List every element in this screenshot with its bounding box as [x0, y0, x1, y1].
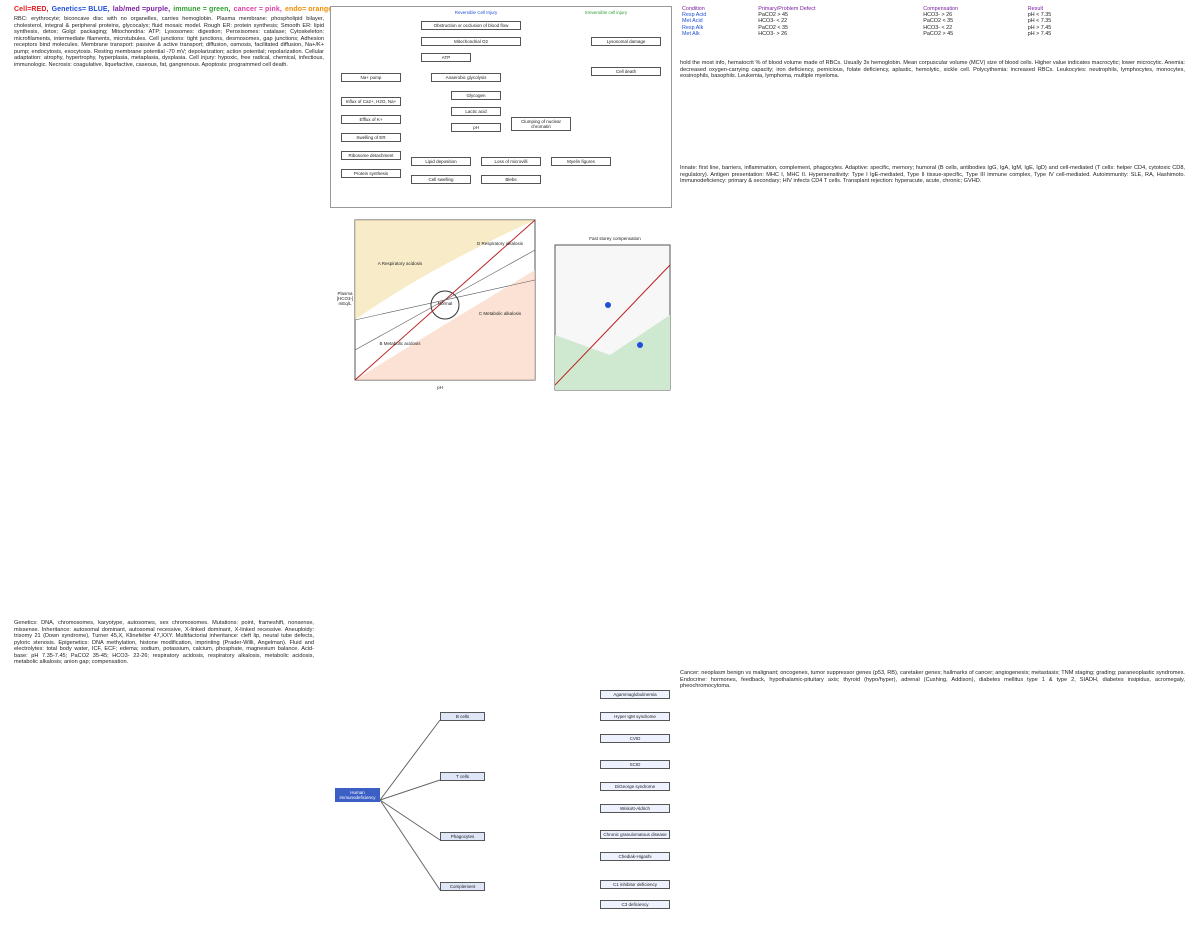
acid-base-nomogram: A Respiratory acidosis B Metabolic acido…	[335, 210, 545, 400]
legend-cell: Cell=RED,	[14, 6, 49, 13]
flow-box-15: Lipid deposition	[411, 157, 471, 166]
notes-right-bottom-text: Cancer: neoplasm benign vs malignant; on…	[680, 670, 1185, 690]
table-cell: HCO3- > 26	[758, 30, 788, 37]
tree-leaf-1: Agammaglobulinemia	[600, 690, 670, 699]
legend-immune: immune = green,	[173, 6, 231, 13]
immunodeficiency-tree: Human immunodeficiency B cells T cells P…	[330, 680, 680, 920]
flow-box-21: Cell death	[591, 67, 661, 76]
table-cell: Met Acid	[682, 18, 703, 25]
cell-injury-flowchart: Reversible Cell Injury Irreversible cell…	[330, 6, 672, 208]
tree-svg	[379, 719, 441, 891]
acid-base-table: Condition Primary/Problem Defect Compens…	[680, 6, 1100, 37]
flow-box-16: Cell swelling	[411, 175, 471, 184]
flow-box-5: Anaerobic glycolysis	[431, 73, 501, 82]
table-header: Result	[1027, 6, 1044, 12]
compensation-chart: Fast storey compensation	[550, 235, 675, 400]
compensation-svg	[554, 244, 671, 391]
table-row: Resp Acid PaCO2 > 45 HCO3- > 26 pH < 7.3…	[680, 12, 1100, 18]
table-cell: PaCO2 > 45	[923, 30, 954, 37]
flow-box-7: Lactic acid	[451, 107, 501, 116]
notes-right-top-text: hold the most info, hematocrit % of bloo…	[680, 60, 1185, 80]
notes-left-bottom-text: Genetics: DNA, chromosomes, karyotype, a…	[14, 620, 314, 666]
tree-leaf-9: C1 inhibitor deficiency	[600, 880, 670, 889]
flow-title: Reversible Cell Injury	[431, 9, 521, 16]
y-axis-label: Plasma [HCO3-] mEq/L	[336, 291, 354, 306]
flow-box-13: Ribosome detachment	[341, 151, 401, 160]
legend-lab: lab/med =purple,	[112, 6, 171, 13]
tree-branch-4: Complement	[440, 882, 485, 891]
notes-left-top: RBC: erythrocyte; biconcave disc with no…	[14, 16, 324, 616]
tree-leaf-8: Chediak-Higashi	[600, 852, 670, 861]
table-cell: pH < 7.35	[1027, 18, 1052, 25]
tree-branch-2: T cells	[440, 772, 485, 781]
notes-right-mid: Innate: first line, barriers, inflammati…	[680, 165, 1185, 665]
notes-right-bottom: Cancer: neoplasm benign vs malignant; on…	[680, 670, 1185, 920]
region-d: D Respiratory alkalosis	[476, 241, 523, 246]
table-cell: PaCO2 < 35	[923, 18, 954, 25]
tree-root: Human immunodeficiency	[335, 788, 380, 802]
region-normal: Normal	[437, 301, 453, 306]
table-cell: pH > 7.45	[1027, 24, 1052, 31]
table-row: Met Alk HCO3- > 26 PaCO2 > 45 pH > 7.45	[680, 31, 1100, 37]
flow-box-18: Blebs	[481, 175, 541, 184]
acid-base-table-grid: Condition Primary/Problem Defect Compens…	[680, 6, 1100, 37]
tree-leaf-4: SCID	[600, 760, 670, 769]
notes-right-top: hold the most info, hematocrit % of bloo…	[680, 60, 1185, 160]
table-header: Condition	[682, 6, 705, 12]
table-row: Resp Alk PaCO2 < 35 HCO3- < 22 pH > 7.45	[680, 25, 1100, 31]
flow-box-6: Glycogen	[451, 91, 501, 100]
table-cell: PaCO2 > 45	[758, 12, 789, 19]
flow-box-14: Protein synthesis	[341, 169, 401, 178]
region-c: C Metabolic alkalosis	[478, 311, 522, 316]
tree-branch-1: B cells	[440, 712, 485, 721]
color-legend: Cell=RED, Genetics= BLUE, lab/med =purpl…	[14, 6, 333, 13]
table-row: Met Acid HCO3- < 22 PaCO2 < 35 pH < 7.35	[680, 18, 1100, 24]
table-cell: HCO3- > 26	[923, 12, 953, 19]
legend-genetics: Genetics= BLUE,	[51, 6, 110, 13]
x-axis-label: pH	[437, 385, 443, 390]
tree-branch-3: Phagocytes	[440, 832, 485, 841]
tree-leaf-6: Wiskott-Aldrich	[600, 804, 670, 813]
flow-box-17: Loss of microvilli	[481, 157, 541, 166]
notes-left-top-text: RBC: erythrocyte; biconcave disc with no…	[14, 16, 324, 68]
tree-leaf-5: DiGeorge syndrome	[600, 782, 670, 791]
table-cell: Resp Alk	[682, 24, 704, 31]
table-cell: pH > 7.45	[1027, 30, 1052, 37]
flow-box-8: pH	[451, 123, 501, 132]
flow-box-11: Efflux of K+	[341, 115, 401, 124]
flow-subtitle: Irreversible cell injury	[551, 9, 661, 16]
table-cell: HCO3- < 22	[758, 18, 788, 25]
legend-endo: endo= orange	[284, 6, 333, 13]
table-header: Compensation	[923, 6, 959, 12]
table-cell: Met Alk	[682, 30, 700, 37]
table-cell: pH < 7.35	[1027, 12, 1052, 19]
notes-right-mid-text: Innate: first line, barriers, inflammati…	[680, 165, 1185, 185]
flow-box-3: ATP	[421, 53, 471, 62]
flow-box-4: Na+ pump	[341, 73, 401, 82]
tree-leaf-2: Hyper IgM syndrome	[600, 712, 670, 721]
flow-box-2: Mitochondrial O2	[421, 37, 521, 46]
table-header: Primary/Problem Defect	[758, 6, 816, 12]
table-cell: PaCO2 < 35	[758, 24, 789, 31]
compensation-title: Fast storey compensation	[589, 236, 641, 241]
flow-box-12: Swelling of ER	[341, 133, 401, 142]
acid-base-svg	[354, 219, 536, 381]
table-cell: HCO3- < 22	[923, 24, 953, 31]
table-cell: Resp Acid	[682, 12, 707, 19]
flow-box-9: Clumping of nuclear chromatin	[511, 117, 571, 131]
region-a: A Respiratory acidosis	[377, 261, 423, 266]
tree-leaf-10: C3 deficiency	[600, 900, 670, 909]
notes-left-bottom: Genetics: DNA, chromosomes, karyotype, a…	[14, 620, 314, 920]
legend-cancer: cancer = pink,	[233, 6, 282, 13]
flow-box-10: Influx of Ca2+, H2O, Na+	[341, 97, 401, 106]
tree-leaf-3: CVID	[600, 734, 670, 743]
flow-box-19: Myelin figures	[551, 157, 611, 166]
flow-box-1: Obstruction or occlusion of blood flow	[421, 21, 521, 30]
flow-box-20: Lysosomal damage	[591, 37, 661, 46]
tree-leaf-7: Chronic granulomatous disease	[600, 830, 670, 839]
region-b: B Metabolic acidosis	[379, 341, 421, 346]
